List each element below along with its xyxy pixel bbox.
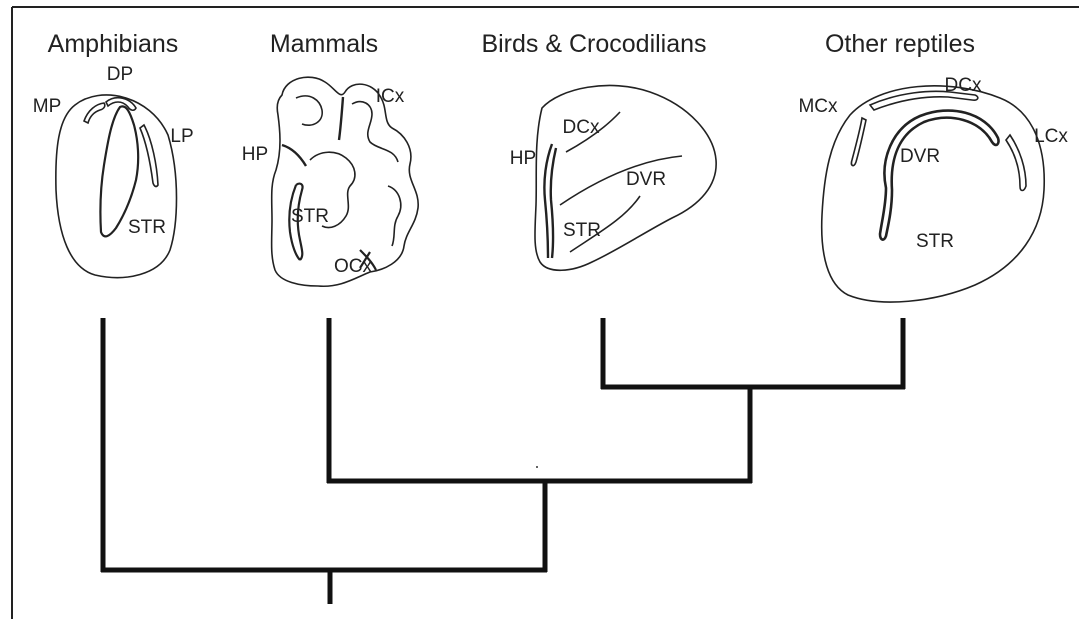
mammal-gyrus-fold-3 bbox=[388, 186, 401, 246]
reptile-medial-cortex bbox=[851, 118, 866, 166]
amphibian-label-mp: MP bbox=[33, 96, 62, 117]
taxon-label-other-reptiles: Other reptiles bbox=[825, 30, 975, 58]
amphibian-medial-pallium bbox=[84, 103, 105, 123]
reptile-label-str: STR bbox=[916, 231, 954, 252]
amphibian-label-str: STR bbox=[128, 217, 166, 238]
mammal-label-icx: ICx bbox=[376, 86, 405, 107]
reptile-label-dvr: DVR bbox=[900, 146, 940, 167]
taxon-label-amphibians: Amphibians bbox=[48, 30, 179, 58]
amphibian-label-lp: LP bbox=[170, 126, 193, 147]
bird-label-str: STR bbox=[563, 220, 601, 241]
phylogenetic-tree bbox=[101, 318, 905, 604]
reptile-lateral-cortex bbox=[1006, 135, 1026, 191]
bird-label-dcx: DCx bbox=[563, 117, 600, 138]
reptile-label-dcx: DCx bbox=[945, 75, 982, 96]
mammal-gyrus-fold-2 bbox=[352, 102, 398, 162]
mammal-isocortex-fissure bbox=[339, 97, 343, 140]
amphibian-brain-outline bbox=[56, 95, 177, 278]
bird-hippocampus-wall bbox=[544, 144, 556, 258]
stray-dot bbox=[536, 466, 538, 468]
reptile-brain-section bbox=[822, 86, 1045, 302]
mammal-hippocampus bbox=[282, 145, 306, 166]
amphibian-lateral-pallium bbox=[140, 125, 158, 186]
taxon-label-birds-crocodilians: Birds & Crocodilians bbox=[481, 30, 706, 58]
bird-label-dvr: DVR bbox=[626, 169, 666, 190]
reptile-label-mcx: MCx bbox=[798, 96, 838, 117]
bird-label-hp: HP bbox=[510, 148, 536, 169]
mammal-brain-outline bbox=[272, 77, 419, 286]
mammal-label-str: STR bbox=[291, 206, 329, 227]
mammal-label-hp: HP bbox=[242, 144, 268, 165]
taxon-label-mammals: Mammals bbox=[270, 30, 378, 58]
reptile-label-lcx: LCx bbox=[1034, 126, 1068, 147]
mammal-gyrus-fold-1 bbox=[296, 96, 322, 125]
reptile-ventricle-arc bbox=[880, 111, 999, 240]
amphibian-brain-section bbox=[56, 95, 177, 278]
mammal-brain-section bbox=[272, 77, 419, 286]
amphibian-label-dp: DP bbox=[107, 64, 133, 85]
mammal-label-ocx: OCx bbox=[334, 256, 373, 277]
